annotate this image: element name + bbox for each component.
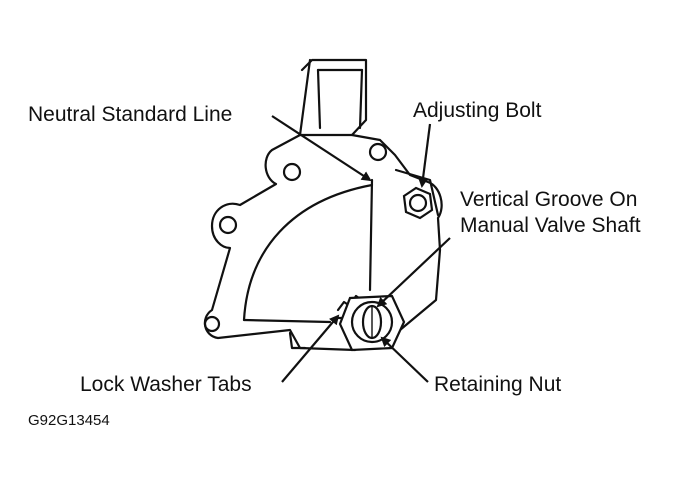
label-retaining-nut: Retaining Nut [434,373,561,396]
leader-lines [271,115,451,383]
label-vertical-groove-line1: Vertical Groove On [460,188,637,211]
leader-adjusting-bolt [418,123,432,188]
leader-retaining-nut [380,336,429,383]
label-neutral-standard-line: Neutral Standard Line [28,103,232,126]
switch-housing [203,58,443,352]
leader-lock-washer-tabs [281,314,340,383]
adjusting-bolt [402,186,434,220]
label-adjusting-bolt: Adjusting Bolt [413,99,542,122]
label-vertical-groove-line2: Manual Valve Shaft [460,214,641,237]
label-lock-washer-tabs: Lock Washer Tabs [80,373,252,396]
retaining-nut-assembly [334,294,406,352]
leader-vertical-groove [376,237,451,308]
figure-code: G92G13454 [28,412,110,429]
leader-neutral-standard-line [271,115,372,182]
neutral-standard-mark [368,178,374,292]
